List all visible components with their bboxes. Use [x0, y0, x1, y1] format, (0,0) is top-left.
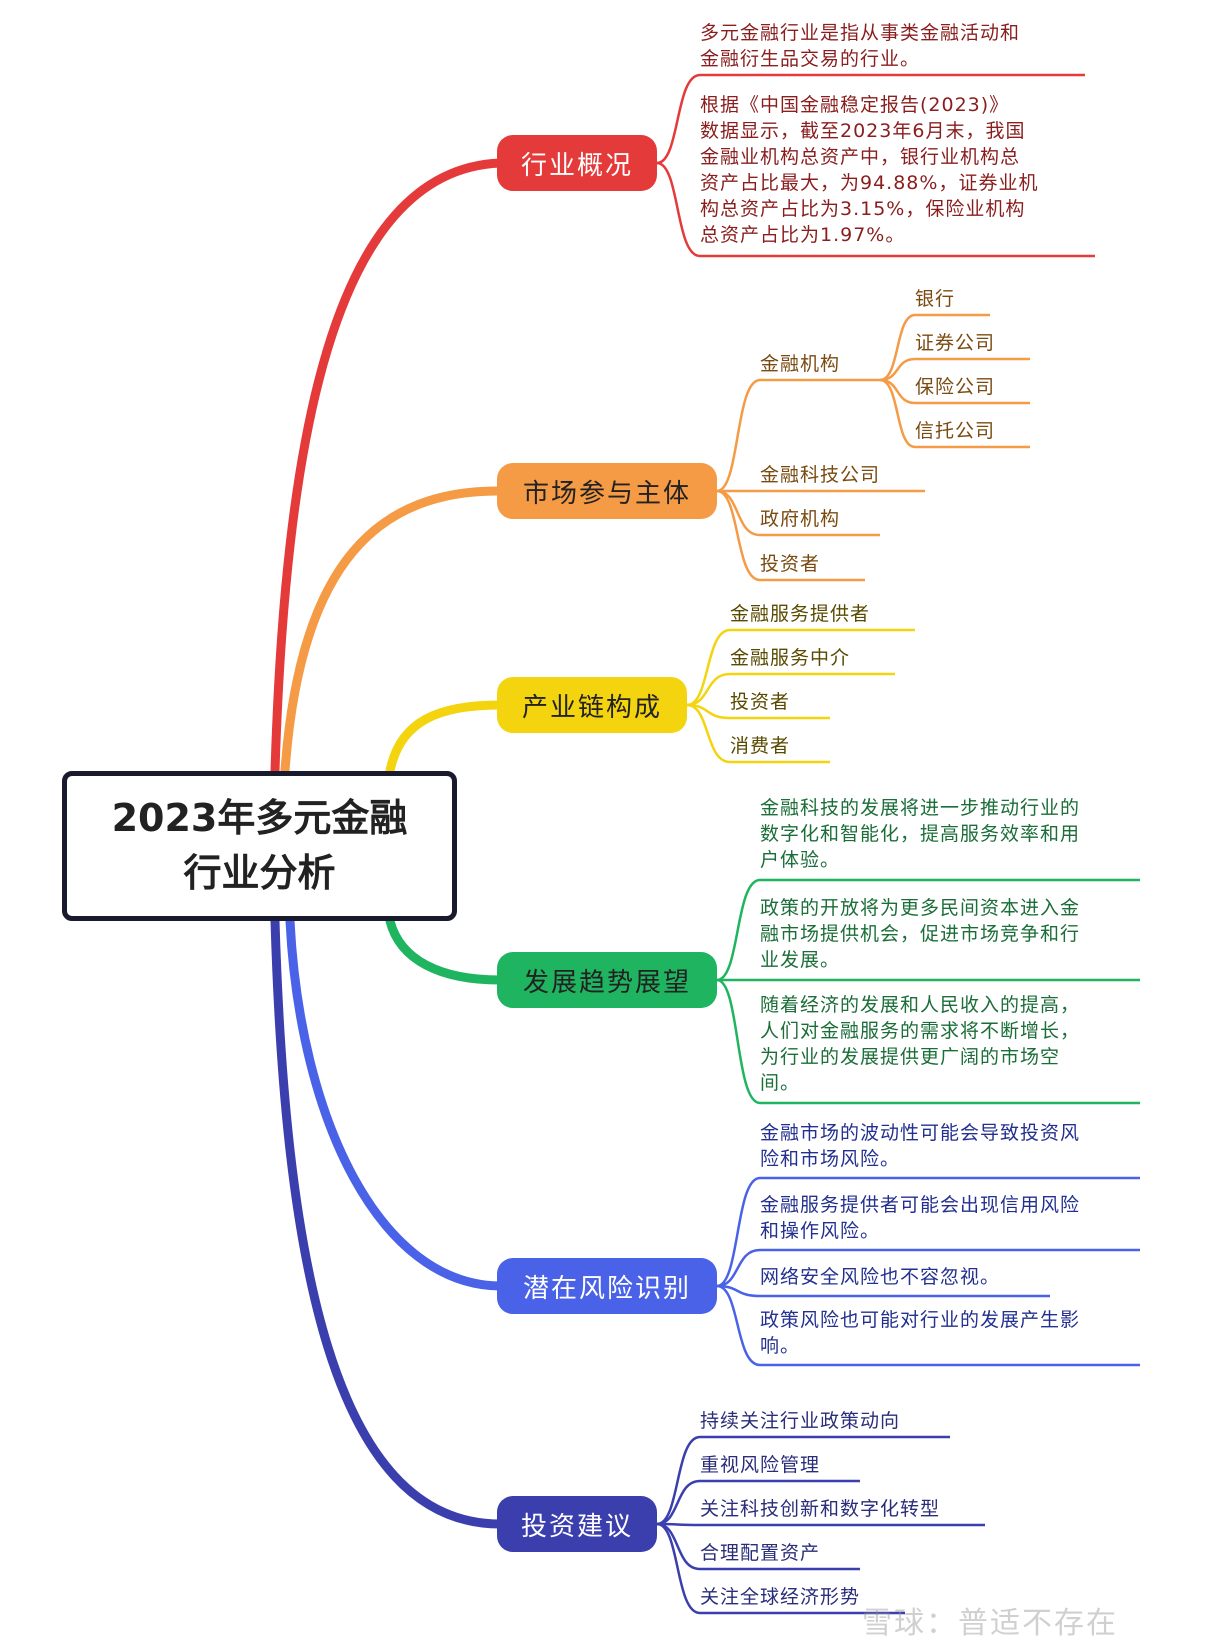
connector-participants: [280, 486, 505, 776]
root-title-line2: 行业分析: [183, 851, 336, 895]
trend-item: 随着经济的发展和人民收入的提高， 人们对金融服务的需求将不断增长， 为行业的发展…: [760, 994, 1081, 1094]
participant-item: 政府机构: [760, 508, 841, 530]
risk-item: 政策风险也可能对行业的发展产生影 响。: [760, 1309, 1081, 1357]
root-node: 2023年多元金融 行业分析: [62, 771, 457, 921]
connector-risks: [285, 916, 505, 1291]
advice-item: 关注全球经济形势: [700, 1586, 861, 1608]
branch-participants: 市场参与主体: [497, 463, 717, 519]
advice-item: 合理配置资产: [700, 1542, 821, 1564]
overview-item: 根据《中国金融稳定报告(2023)》 数据显示，截至2023年6月末，我国 金融…: [700, 94, 1039, 246]
connector-overview: [270, 158, 505, 776]
connector-advice: [270, 916, 505, 1529]
advice-item: 重视风险管理: [700, 1454, 821, 1476]
risk-item: 网络安全风险也不容忽视。: [760, 1266, 1001, 1288]
root-title-line1: 2023年多元金融: [111, 795, 408, 840]
overview-item: 多元金融行业是指从事类金融活动和 金融衍生品交易的行业。: [700, 22, 1021, 70]
connector-chain: [385, 700, 505, 776]
chain-item: 金融服务中介: [730, 647, 851, 669]
advice-item: 持续关注行业政策动向: [700, 1410, 901, 1432]
institution-item: 信托公司: [915, 420, 996, 442]
institution-item: 银行: [915, 288, 956, 310]
participant-institutions: 金融机构: [760, 353, 841, 375]
connector-trends: [385, 916, 505, 985]
branch-advice: 投资建议: [497, 1496, 657, 1552]
risk-item: 金融市场的波动性可能会导致投资风 险和市场风险。: [760, 1122, 1081, 1170]
branch-chain: 产业链构成: [497, 677, 687, 733]
trend-item: 政策的开放将为更多民间资本进入金 融市场提供机会，促进市场竞争和行 业发展。: [760, 897, 1081, 971]
chain-item: 投资者: [730, 691, 791, 713]
chain-item: 金融服务提供者: [730, 603, 871, 625]
branch-overview: 行业概况: [497, 135, 657, 191]
advice-item: 关注科技创新和数字化转型: [700, 1498, 941, 1520]
branch-risks: 潜在风险识别: [497, 1258, 717, 1314]
risk-item: 金融服务提供者可能会出现信用风险 和操作风险。: [760, 1194, 1081, 1242]
chain-item: 消费者: [730, 735, 791, 757]
institution-item: 证券公司: [915, 332, 996, 354]
trend-item: 金融科技的发展将进一步推动行业的 数字化和智能化，提高服务效率和用 户体验。: [760, 797, 1081, 871]
participant-item: 金融科技公司: [760, 464, 881, 486]
branch-trends: 发展趋势展望: [497, 952, 717, 1008]
watermark: 雪球：普适不存在: [862, 1606, 1118, 1641]
participant-item: 投资者: [760, 553, 821, 575]
institution-item: 保险公司: [915, 376, 996, 398]
